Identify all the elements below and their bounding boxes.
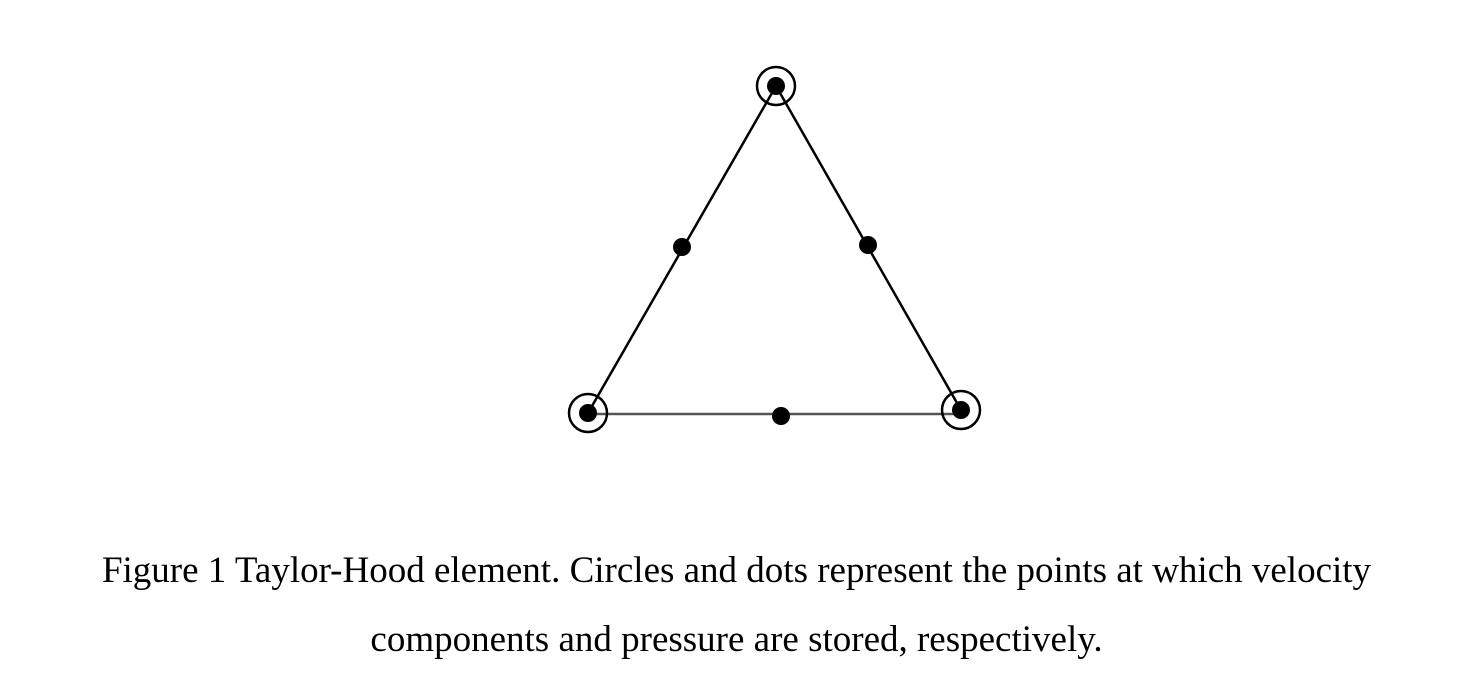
midpoint-left-dot — [673, 238, 691, 256]
vertex-bottom-right-circle — [940, 389, 982, 431]
vertex-top-circle — [755, 65, 797, 107]
caption-line-2: components and pressure are stored, resp… — [370, 619, 1103, 660]
vertex-bottom-right — [940, 389, 982, 431]
midpoint-right-dot — [859, 236, 877, 254]
taylor-hood-element-diagram — [567, 65, 982, 434]
midpoint-dots — [673, 236, 877, 425]
triangle-edges — [586, 85, 963, 416]
vertex-bottom-left-dot — [579, 404, 597, 422]
vertex-bottom-right-dot — [952, 401, 970, 419]
vertex-top-dot — [767, 77, 785, 95]
vertex-top — [755, 65, 797, 107]
figure-caption: Figure 1 Taylor-Hood element. Circles an… — [0, 536, 1473, 674]
vertex-bottom-left — [567, 392, 609, 434]
midpoint-bottom-dot — [772, 407, 790, 425]
vertex-bottom-left-circle — [567, 392, 609, 434]
caption-line-1: Figure 1 Taylor-Hood element. Circles an… — [101, 550, 1372, 591]
vertex-markers — [567, 65, 982, 434]
